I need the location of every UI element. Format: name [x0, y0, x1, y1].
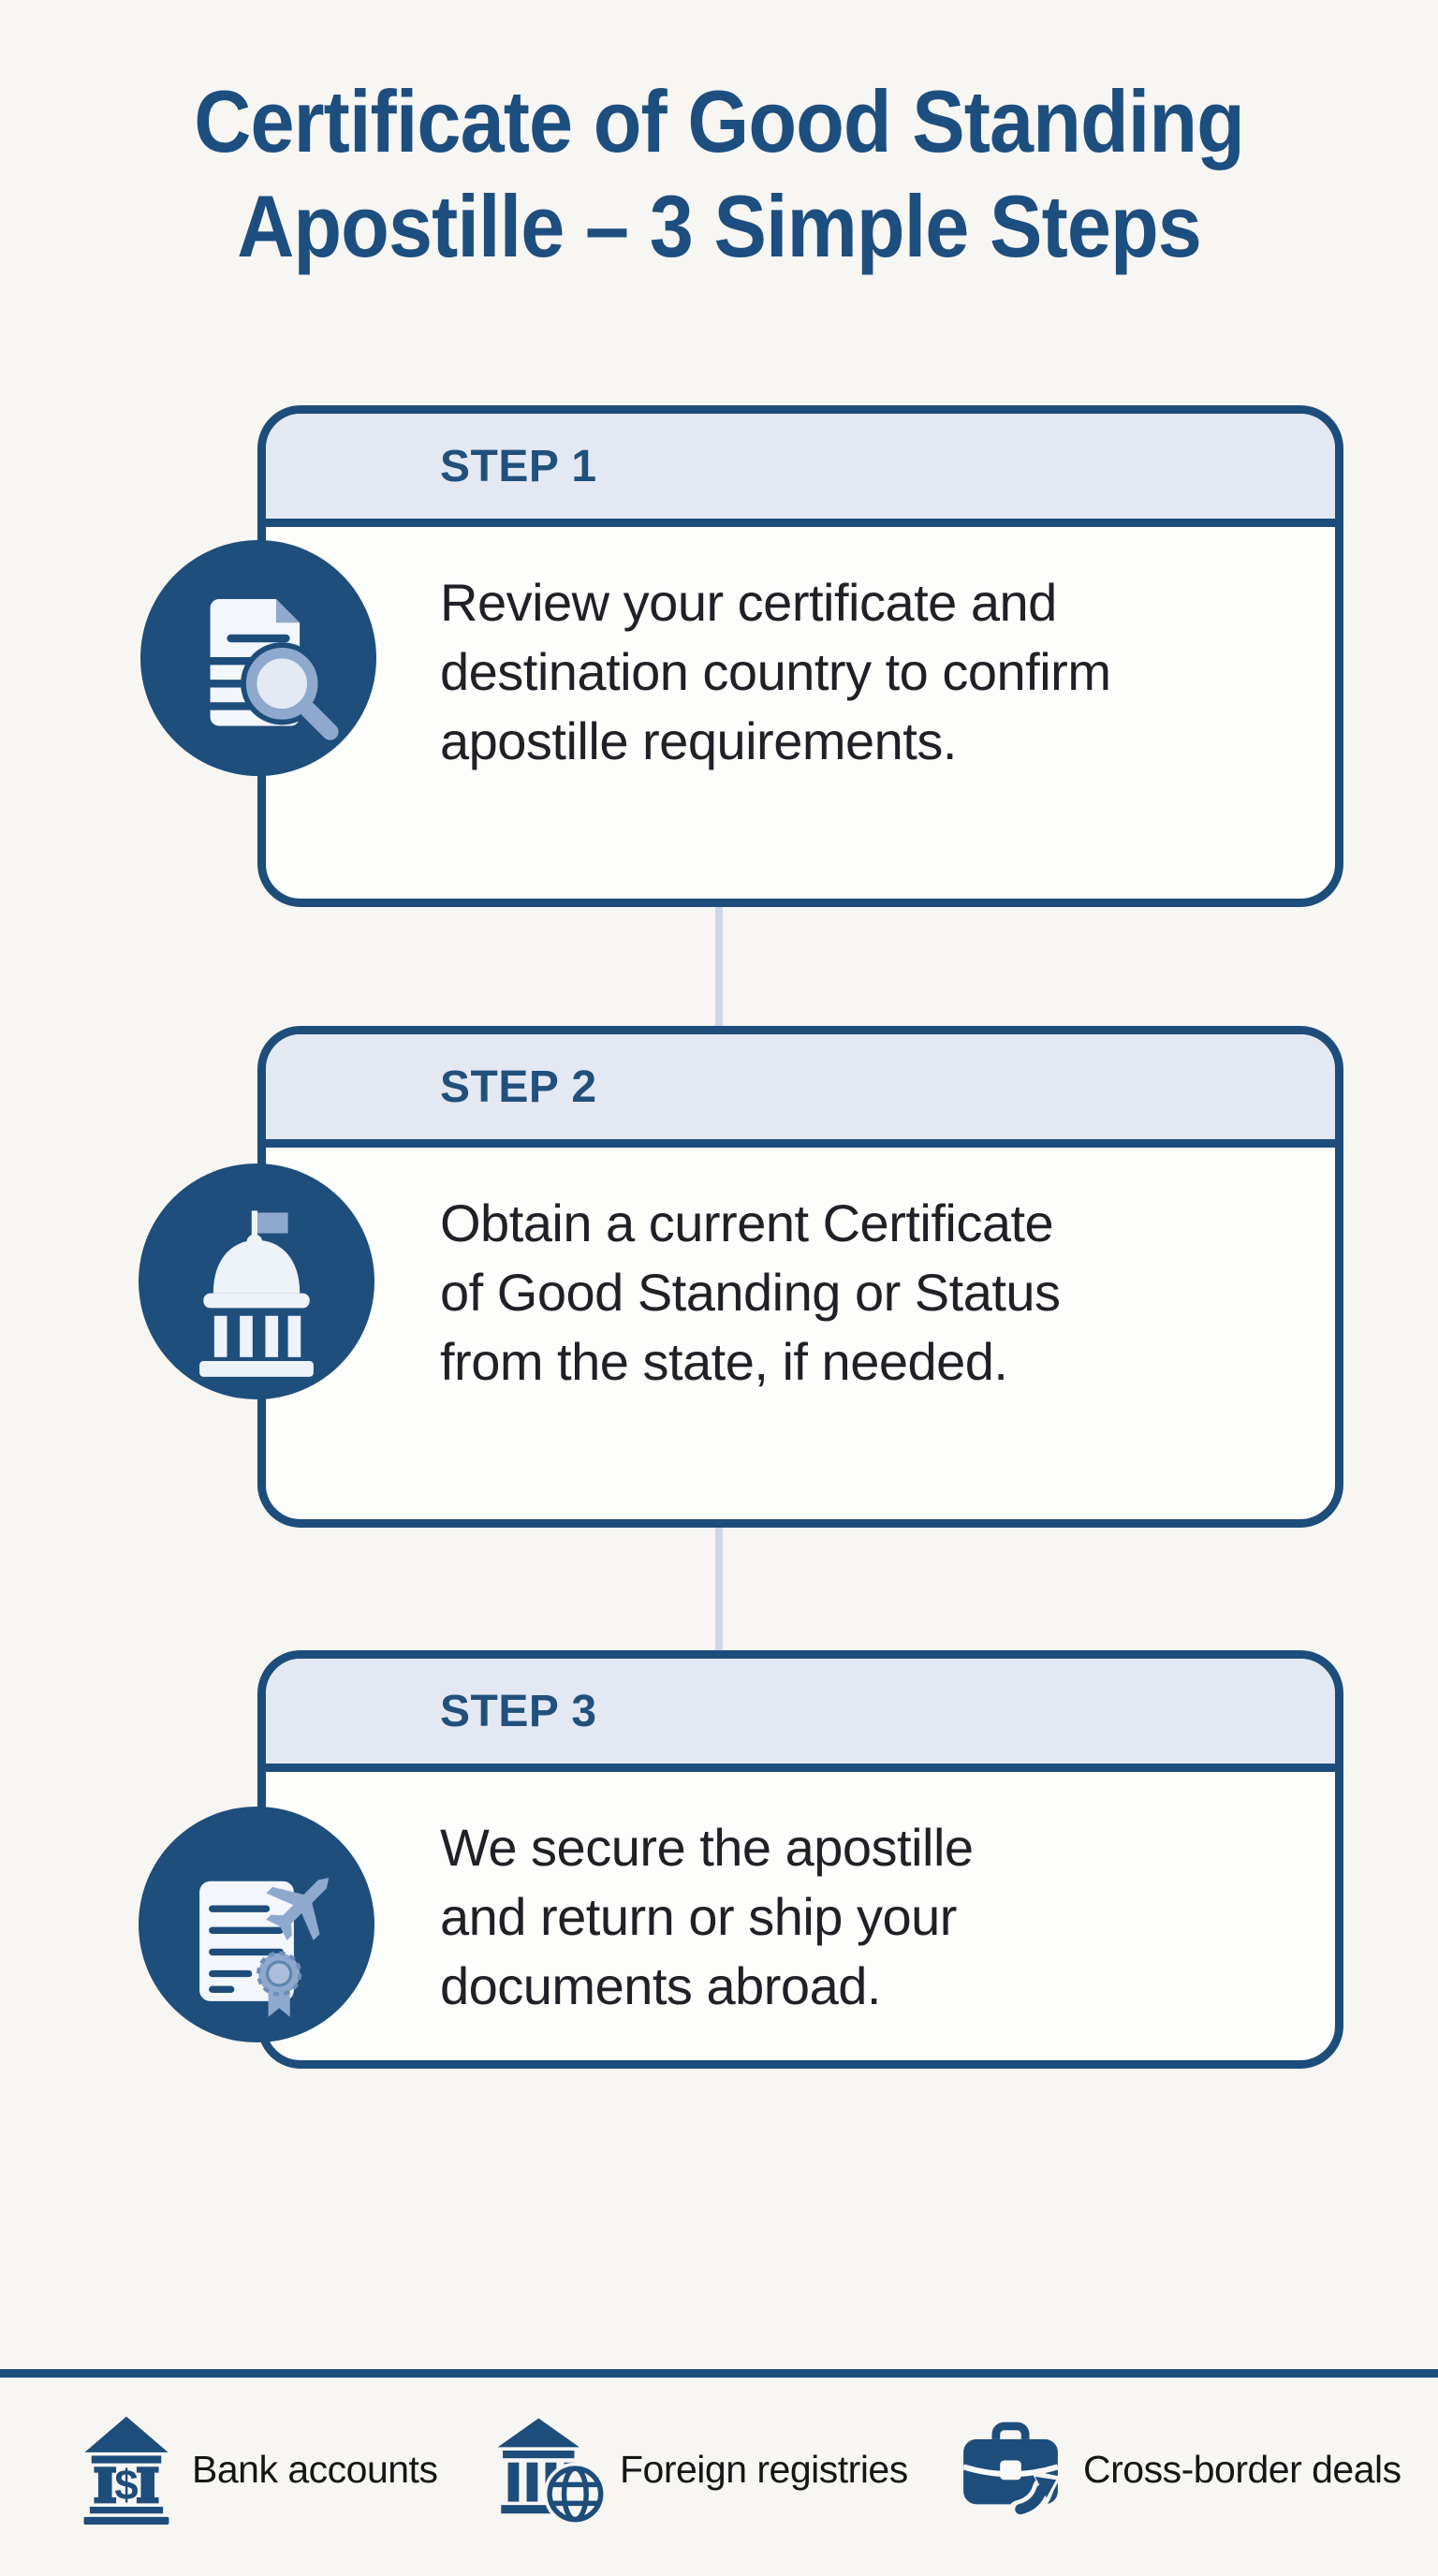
step-connector-1 — [715, 900, 723, 1036]
step-3-icon-circle — [139, 1807, 374, 2042]
step-3-description-line: We secure the apostille — [440, 1818, 974, 1877]
step-card-2: STEP 2 Obtain a current Certificate of G… — [257, 1026, 1343, 1528]
certificate-airplane-icon — [199, 1878, 330, 2017]
step-connector-2 — [715, 1524, 723, 1660]
step-card-1: STEP 1 Review your certificate and desti… — [257, 405, 1343, 907]
footer-label: Bank accounts — [192, 2447, 438, 2491]
page-title-line-2: Apostille – 3 Simple Steps — [237, 177, 1202, 275]
footer-label: Foreign registries — [620, 2447, 908, 2491]
step-1-description-line: destination country to confirm — [440, 642, 1111, 701]
step-1-description-line: apostille requirements. — [440, 711, 957, 770]
step-1-description: Review your certificate and destination … — [266, 527, 1335, 776]
footer-divider — [0, 2369, 1438, 2378]
footer-label: Cross-border deals — [1083, 2447, 1401, 2491]
page-title-line-1: Certificate of Good Standing — [194, 72, 1245, 170]
step-card-1-header: STEP 1 — [266, 414, 1335, 527]
step-card-2-header: STEP 2 — [266, 1034, 1335, 1148]
registry-globe-icon — [494, 2413, 607, 2525]
step-1-label: STEP 1 — [440, 441, 597, 491]
step-2-description-line: Obtain a current Certificate — [440, 1193, 1054, 1252]
briefcase-arrow-icon — [957, 2420, 1064, 2519]
footer-item-cross-border-deals: Cross-border deals — [957, 2408, 1401, 2531]
step-3-description: We secure the apostille and return or sh… — [266, 1772, 1335, 2021]
step-2-description-line: of Good Standing or Status — [440, 1263, 1061, 1322]
document-magnifier-icon — [201, 599, 339, 740]
svg-text:$: $ — [114, 2461, 138, 2509]
step-3-description-line: documents abroad. — [440, 1956, 881, 2015]
footer-item-foreign-registries: Foreign registries — [494, 2408, 908, 2531]
step-2-description: Obtain a current Certificate of Good Sta… — [266, 1148, 1335, 1397]
step-3-description-line: and return or ship your — [440, 1887, 957, 1946]
airplane-glyph — [266, 1878, 330, 1940]
step-2-label: STEP 2 — [440, 1061, 597, 1112]
step-3-label: STEP 3 — [440, 1686, 597, 1736]
step-1-description-line: Review your certificate and — [440, 573, 1057, 632]
bank-icon: $ — [80, 2413, 173, 2525]
step-2-description-line: from the state, if needed. — [440, 1332, 1008, 1391]
step-2-icon-circle — [139, 1164, 374, 1399]
footer-item-bank-accounts: $ Bank accounts — [80, 2408, 438, 2531]
government-capitol-icon — [199, 1210, 314, 1377]
step-1-icon-circle — [140, 540, 376, 776]
page-title: Certificate of Good Standing Apostille –… — [0, 69, 1438, 279]
step-card-3: STEP 3 We secure the apostille and retur… — [257, 1650, 1343, 2069]
step-card-3-header: STEP 3 — [266, 1659, 1335, 1772]
